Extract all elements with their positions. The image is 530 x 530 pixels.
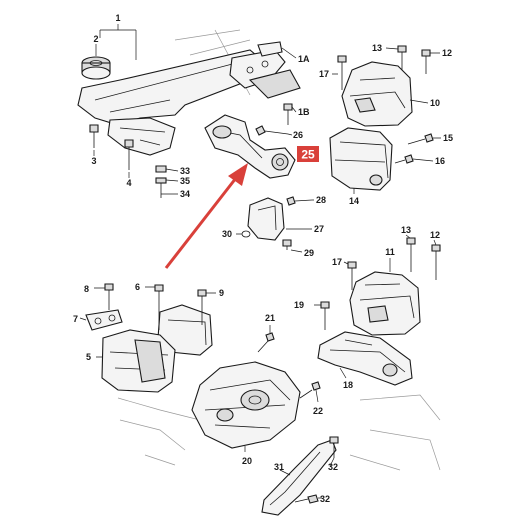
label-part-14: 14 xyxy=(349,196,359,206)
part-number-labels: 1 2 1A 1B 3 4 33 35 34 26 13 12 17 10 15… xyxy=(73,13,453,504)
label-part-31: 31 xyxy=(274,462,284,472)
torque-rod-assembly xyxy=(204,114,296,179)
label-part-1a: 1A xyxy=(298,54,310,64)
label-part-32-bottom: 32 xyxy=(320,494,330,504)
label-part-10: 10 xyxy=(430,98,440,108)
label-part-30: 30 xyxy=(222,229,232,239)
label-part-4: 4 xyxy=(126,178,131,188)
bracket-31-assembly xyxy=(261,436,339,516)
mount-5-assembly xyxy=(79,283,216,466)
label-part-17-bottom: 17 xyxy=(332,257,342,267)
bracket-27-assembly xyxy=(236,196,314,253)
mount-18-assembly xyxy=(314,301,441,471)
label-part-1: 1 xyxy=(115,13,120,23)
label-part-12-bottom: 12 xyxy=(430,230,440,240)
label-part-1b: 1B xyxy=(298,107,310,117)
label-part-9: 9 xyxy=(219,288,224,298)
label-part-18: 18 xyxy=(343,380,353,390)
label-part-26: 26 xyxy=(293,130,303,140)
label-part-20: 20 xyxy=(242,456,252,466)
gearbox-20-assembly xyxy=(191,325,321,452)
label-part-29: 29 xyxy=(304,248,314,258)
mount-10-assembly xyxy=(332,45,440,127)
label-part-2: 2 xyxy=(93,34,98,44)
mount-11-assembly xyxy=(343,234,441,336)
part-25-badge-background xyxy=(297,146,319,162)
label-part-13-bottom: 13 xyxy=(401,225,411,235)
label-part-5: 5 xyxy=(86,352,91,362)
label-part-6: 6 xyxy=(135,282,140,292)
label-part-27: 27 xyxy=(314,224,324,234)
label-part-21: 21 xyxy=(265,313,275,323)
label-part-34: 34 xyxy=(180,189,190,199)
label-part-35: 35 xyxy=(180,176,190,186)
label-part-28: 28 xyxy=(316,195,326,205)
label-part-13-top: 13 xyxy=(372,43,382,53)
label-part-17-top: 17 xyxy=(319,69,329,79)
label-part-15: 15 xyxy=(443,133,453,143)
label-part-32-top: 32 xyxy=(328,462,338,472)
label-part-33: 33 xyxy=(180,166,190,176)
part-25-badge: 25 xyxy=(297,146,319,162)
label-part-11: 11 xyxy=(385,247,395,257)
label-part-3: 3 xyxy=(91,156,96,166)
label-part-7: 7 xyxy=(73,314,78,324)
mount-14-assembly xyxy=(329,127,441,194)
callout-arrow xyxy=(164,163,248,269)
label-part-8: 8 xyxy=(84,284,89,294)
label-part-22: 22 xyxy=(313,406,323,416)
label-part-12-top: 12 xyxy=(442,48,452,58)
label-part-16: 16 xyxy=(435,156,445,166)
part-25-badge-label: 25 xyxy=(301,148,315,162)
subframe-assembly xyxy=(77,24,301,198)
label-part-19: 19 xyxy=(294,300,304,310)
